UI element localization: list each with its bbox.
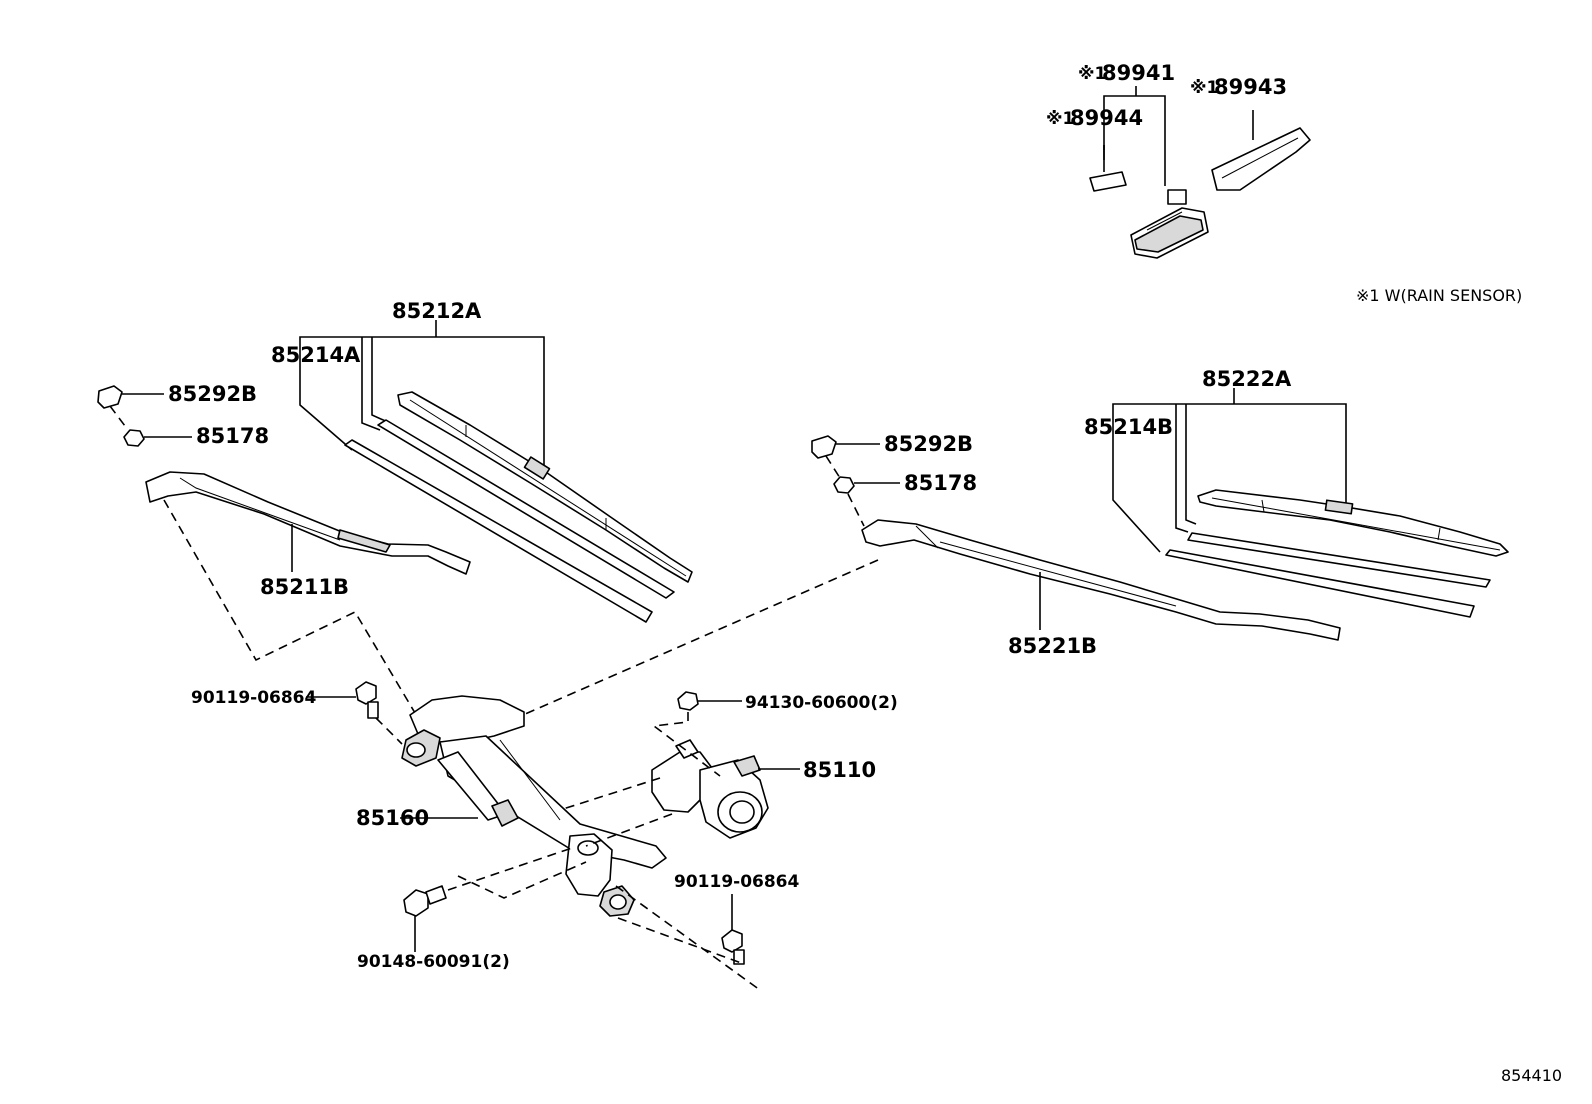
left-arm-group: 85292B 85178 85211B (97, 382, 471, 719)
part-89941-sensor[interactable] (1130, 189, 1209, 259)
part-85212A-blade[interactable] (397, 391, 693, 583)
bolts-group: 90119-06864 90148-60091(2) 90119-06864 (191, 681, 800, 991)
part-90119-06864-bolt-b[interactable] (721, 929, 745, 965)
label-89943: 89943 (1214, 75, 1287, 99)
part-89943-cover[interactable] (1211, 127, 1311, 191)
motor-group: 85110 94130-60600(2) (559, 691, 898, 847)
part-85214A-refill[interactable] (344, 439, 653, 623)
label-85221B: 85221B (1008, 634, 1097, 658)
label-85211B: 85211B (260, 575, 349, 599)
part-90148-60091-bolt[interactable] (403, 885, 447, 917)
label-85292B-left: 85292B (168, 382, 257, 406)
part-85221B-right-arm[interactable] (861, 519, 1341, 641)
left-blade-group: 85212A 85214A (271, 299, 693, 623)
label-85178-right: 85178 (904, 471, 977, 495)
part-85214B-refill[interactable] (1165, 549, 1475, 618)
label-85222A: 85222A (1202, 367, 1292, 391)
label-85178-left: 85178 (196, 424, 269, 448)
label-85110: 85110 (803, 758, 876, 782)
label-90148-60091: 90148-60091(2) (357, 952, 510, 972)
part-85110-motor[interactable] (651, 739, 769, 839)
right-arm-group: 85292B 85178 85221B (515, 432, 1341, 719)
label-85160: 85160 (356, 806, 429, 830)
mark-89943: ※1 (1190, 78, 1218, 98)
label-85214A: 85214A (271, 343, 361, 367)
rain-sensor-group: ※1 89941 ※1 89944 ※1 89943 ※1 W(RAIN SEN… (1046, 61, 1522, 305)
label-90119-06864-a: 90119-06864 (191, 688, 317, 708)
linkage-group: 85160 (356, 695, 667, 917)
label-85214B: 85214B (1084, 415, 1173, 439)
label-90119-06864-b: 90119-06864 (674, 872, 800, 892)
part-85178-right-nut[interactable] (833, 476, 855, 494)
part-85211B-left-arm[interactable] (145, 471, 471, 575)
part-85222A-blade[interactable] (1197, 489, 1509, 557)
part-85292B-left-cap[interactable] (97, 385, 123, 409)
label-89944: 89944 (1070, 106, 1143, 130)
figure-id: 854410 (1501, 1066, 1562, 1085)
label-89941: 89941 (1102, 61, 1175, 85)
part-94130-nut[interactable] (677, 691, 699, 711)
mark-89941: ※1 (1078, 64, 1106, 84)
mark-89944: ※1 (1046, 109, 1074, 129)
label-85212A: 85212A (392, 299, 482, 323)
part-85292B-right-cap[interactable] (811, 435, 837, 459)
part-85160-linkage[interactable] (401, 695, 667, 917)
part-85178-left-nut[interactable] (123, 429, 145, 447)
right-blade-group: 85222A 85214B (1084, 367, 1509, 618)
label-85292B-right: 85292B (884, 432, 973, 456)
rain-sensor-note: ※1 W(RAIN SENSOR) (1356, 286, 1522, 305)
label-94130: 94130-60600(2) (745, 693, 898, 713)
part-89944-pad[interactable] (1089, 171, 1127, 192)
part-90119-06864-bolt-a[interactable] (355, 681, 379, 719)
